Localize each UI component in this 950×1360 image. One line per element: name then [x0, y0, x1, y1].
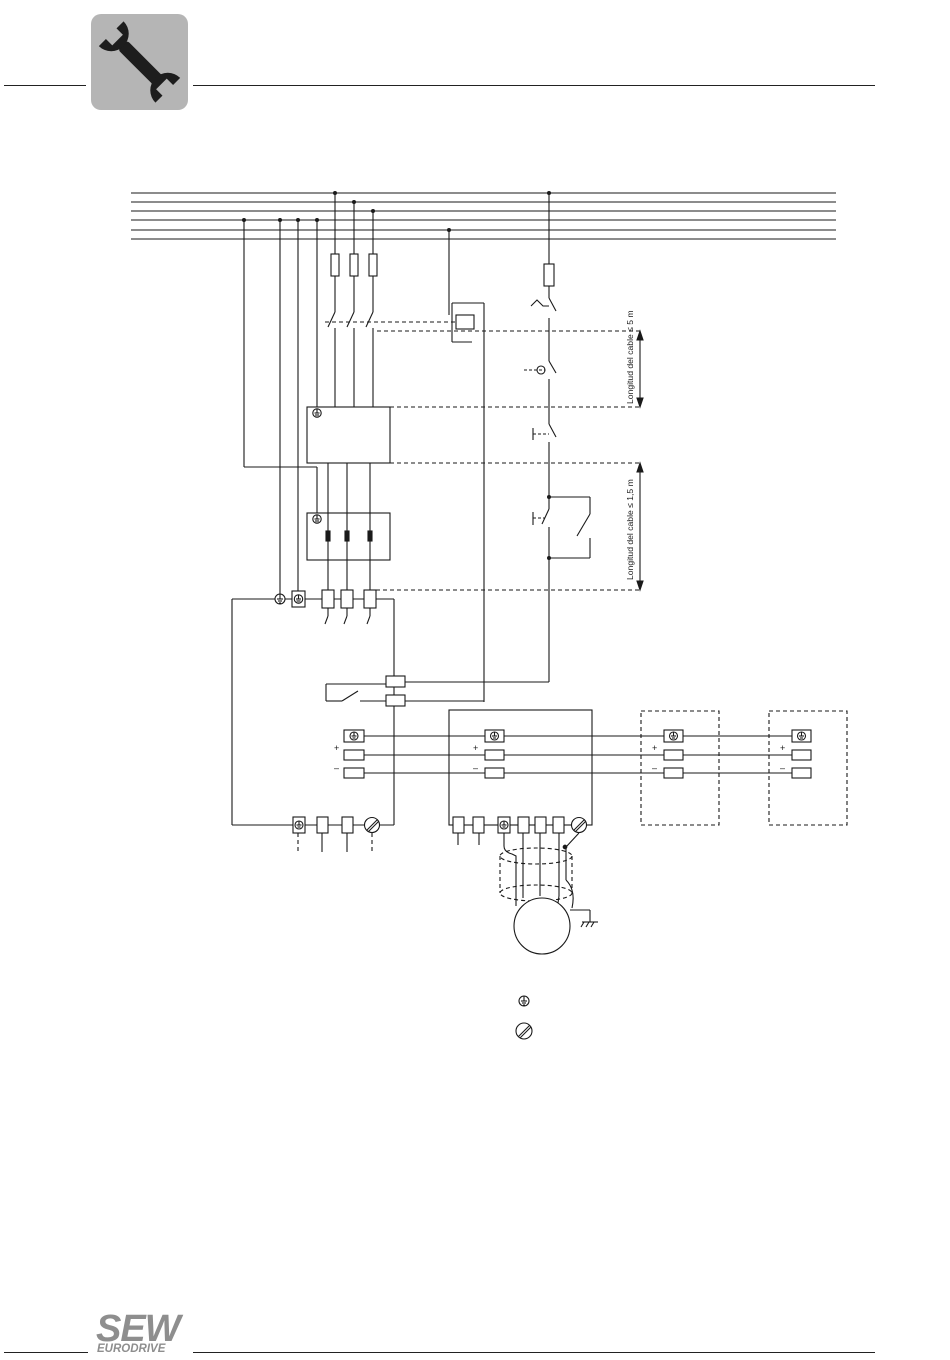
- contactor-coil: [449, 230, 484, 702]
- unit2-box: [449, 710, 592, 825]
- motor-symbol: [514, 898, 598, 954]
- pe-terminal-symbol: [519, 996, 529, 1006]
- footer-rule-right: [193, 1352, 875, 1353]
- plus-sign: +: [652, 743, 657, 753]
- logo-sub-text: EURODRIVE: [97, 1343, 165, 1355]
- main-fuse-branch: [325, 193, 456, 407]
- control-terminals: [326, 676, 549, 706]
- motor-cable: [500, 833, 579, 908]
- cable-length-label-lower: Longitud del cable ≤ 1,5 m: [625, 479, 635, 580]
- control-circuit: [524, 193, 590, 682]
- minus-sign: –: [652, 763, 657, 773]
- minus-sign: –: [334, 763, 339, 773]
- bus-tap-dots: [242, 191, 551, 560]
- plus-sign: +: [334, 743, 339, 753]
- unit1-dc-terminals: [344, 730, 364, 778]
- minus-sign: –: [473, 763, 478, 773]
- cable-length-label-upper: Longitud del cable ≤ 5 m: [625, 310, 635, 404]
- unit2-bottom-terminals: [453, 817, 587, 845]
- sew-eurodrive-logo: SEW EURODRIVE: [96, 1310, 191, 1358]
- shield-clamp-symbol: [516, 1023, 532, 1039]
- plus-sign: +: [780, 743, 785, 753]
- minus-sign: –: [780, 763, 785, 773]
- cable-length-markers: [376, 331, 643, 590]
- supply-busbars: [131, 193, 836, 239]
- dc-link-bus: [364, 736, 793, 773]
- unit1-bottom-terminals: [293, 817, 380, 852]
- footer-rule-left: [4, 1352, 88, 1353]
- plus-sign: +: [473, 743, 478, 753]
